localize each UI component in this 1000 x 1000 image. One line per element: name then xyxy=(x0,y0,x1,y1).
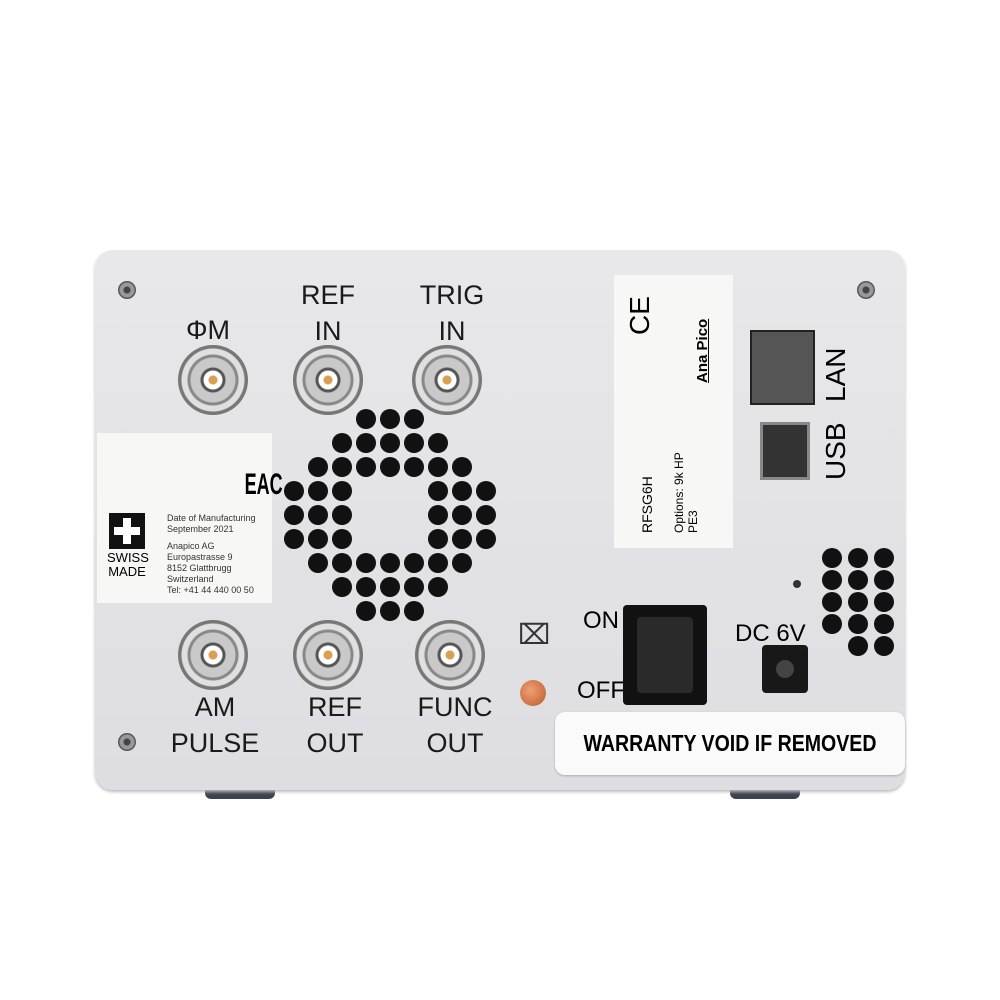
vent-hole xyxy=(874,548,894,568)
vent-hole xyxy=(428,505,448,525)
ce-mark: CE xyxy=(624,296,655,335)
vent-hole xyxy=(874,614,894,634)
phi-m-connector[interactable] xyxy=(178,345,248,415)
vent-hole xyxy=(332,457,352,477)
vent-hole xyxy=(356,601,376,621)
vent-hole xyxy=(848,592,868,612)
vent-hole xyxy=(428,457,448,477)
vent-hole xyxy=(476,529,496,549)
vent-hole xyxy=(822,570,842,590)
vent-hole xyxy=(404,433,424,453)
vent-hole xyxy=(452,529,472,549)
screw-icon xyxy=(118,281,136,299)
vent-hole xyxy=(452,505,472,525)
am-pulse-connector[interactable] xyxy=(178,620,248,690)
warranty-sticker: WARRANTY VOID IF REMOVED xyxy=(555,712,905,775)
vent-hole xyxy=(380,409,400,429)
vent-hole xyxy=(874,636,894,656)
vent-hole xyxy=(356,409,376,429)
vent-hole xyxy=(308,457,328,477)
vent-hole xyxy=(404,601,424,621)
screw-icon xyxy=(857,281,875,299)
vent-hole xyxy=(428,433,448,453)
vent-hole xyxy=(380,433,400,453)
vent-hole xyxy=(308,529,328,549)
vent-hole xyxy=(428,553,448,573)
vent-hole xyxy=(822,614,842,634)
vent-hole xyxy=(428,577,448,597)
vent-hole xyxy=(332,433,352,453)
vent-hole xyxy=(476,481,496,501)
vent-hole xyxy=(428,529,448,549)
led-indicator xyxy=(793,580,801,588)
trig-in-connector[interactable] xyxy=(412,345,482,415)
vent-hole xyxy=(848,614,868,634)
side-vent xyxy=(822,548,902,658)
vent-hole xyxy=(284,529,304,549)
vent-hole xyxy=(332,553,352,573)
vent-hole xyxy=(848,548,868,568)
vent-hole xyxy=(332,481,352,501)
vent-hole xyxy=(452,457,472,477)
power-switch[interactable] xyxy=(623,605,707,705)
vent-hole xyxy=(380,553,400,573)
dc-jack[interactable] xyxy=(762,645,808,693)
vent-hole xyxy=(332,505,352,525)
vent-hole xyxy=(356,457,376,477)
dc-label: DC 6V xyxy=(735,620,806,647)
vent-hole xyxy=(404,409,424,429)
vent-hole xyxy=(380,577,400,597)
phi-m-label: ΦM xyxy=(185,315,231,345)
vent-hole xyxy=(874,570,894,590)
vent-hole xyxy=(822,548,842,568)
vent-hole xyxy=(874,592,894,612)
vent-hole xyxy=(356,553,376,573)
eac-mark: EAC xyxy=(244,468,283,501)
vent-hole xyxy=(308,481,328,501)
vent-hole xyxy=(284,481,304,501)
lan-port[interactable] xyxy=(750,330,815,405)
vent-hole xyxy=(356,577,376,597)
vent-hole xyxy=(848,570,868,590)
vent-hole xyxy=(822,592,842,612)
vent-hole xyxy=(332,577,352,597)
vent-hole xyxy=(428,481,448,501)
vent-hole xyxy=(356,433,376,453)
fan-vent xyxy=(284,409,496,621)
ref-out-connector[interactable] xyxy=(293,620,363,690)
swiss-cross-icon xyxy=(109,513,145,549)
vent-hole xyxy=(380,457,400,477)
vent-hole xyxy=(380,601,400,621)
vent-hole xyxy=(284,505,304,525)
vent-hole xyxy=(308,505,328,525)
vent-hole xyxy=(404,553,424,573)
weee-bin-icon: ⌧ xyxy=(518,619,551,650)
vent-hole xyxy=(404,577,424,597)
vent-hole xyxy=(476,505,496,525)
vent-hole xyxy=(332,529,352,549)
vent-hole xyxy=(404,457,424,477)
vent-hole xyxy=(452,481,472,501)
screw-icon xyxy=(118,733,136,751)
vent-hole xyxy=(452,553,472,573)
func-out-connector[interactable] xyxy=(415,620,485,690)
vent-hole xyxy=(308,553,328,573)
anapico-logo: Ana Pico xyxy=(694,318,711,383)
vent-hole xyxy=(848,636,868,656)
ground-terminal[interactable] xyxy=(520,680,546,706)
usb-port[interactable] xyxy=(760,422,810,480)
ref-in-connector[interactable] xyxy=(293,345,363,415)
